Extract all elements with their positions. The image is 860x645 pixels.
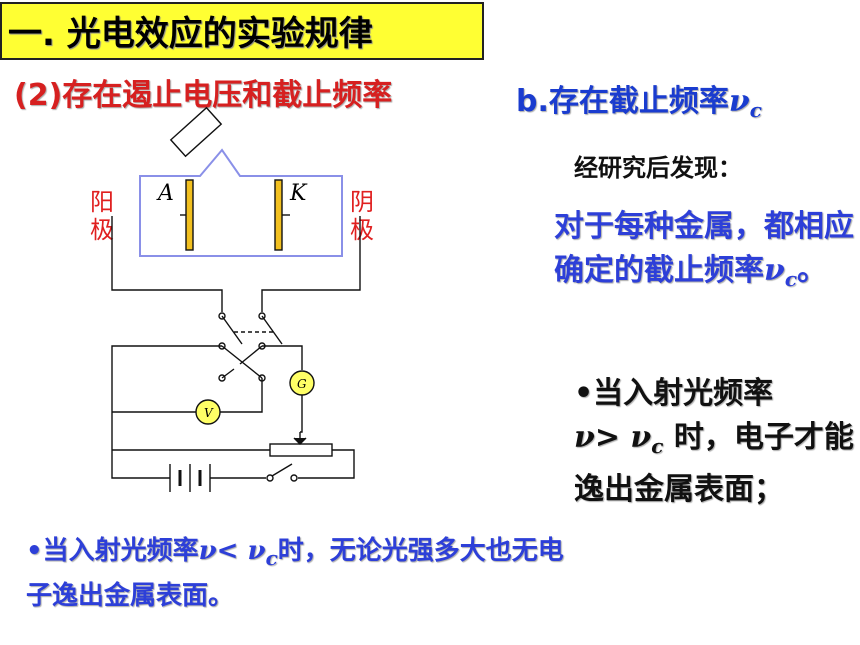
note-lead: •当入射光频率 xyxy=(26,536,199,566)
cutoff-text: 对于每种金属，都相应确定的截止频率 xyxy=(554,209,854,288)
cathode-plate xyxy=(274,179,283,251)
nu-symbol: ν xyxy=(198,536,217,566)
emission-rest: 时，电子才能逸出金属表面； xyxy=(574,420,854,507)
voltmeter-label: V xyxy=(204,406,214,420)
cutoff-paragraph: 对于每种金属，都相应确定的截止频率νc。 xyxy=(554,205,854,301)
nu-subscript: c xyxy=(651,434,664,458)
slide-title: 一. 光电效应的实验规律 xyxy=(8,14,373,54)
plate-k-label: K xyxy=(289,181,308,206)
switch-s-terminal xyxy=(266,474,274,482)
anode-plate xyxy=(185,179,194,251)
galvanometer-feed xyxy=(262,345,303,370)
voltmeter-return xyxy=(220,378,263,413)
switch-s-blade xyxy=(271,463,293,477)
cathode-label: 阴极 xyxy=(350,188,374,244)
found-label: 经研究后发现： xyxy=(574,154,742,182)
emission-condition: •当入射光频率 ν> νc 时，电子才能逸出金属表面； xyxy=(574,372,854,512)
rheostat-right-wire xyxy=(298,449,355,479)
note-rest: 时，无论光强多大也无电子逸出金属表面。 xyxy=(26,536,564,611)
nu-symbol: ν xyxy=(630,420,652,455)
plate-a-label: A xyxy=(156,181,174,206)
anode-label: 阳极 xyxy=(90,188,114,244)
switch-blade xyxy=(221,315,243,345)
light-window-tube xyxy=(169,106,223,158)
less-sign: < xyxy=(216,536,248,566)
anode-wire xyxy=(111,216,223,312)
switch-cross-wire xyxy=(221,368,235,379)
cathode-wire xyxy=(261,216,361,312)
galvanometer-label: G xyxy=(297,377,307,391)
nu-symbol: ν xyxy=(247,536,266,566)
nu-subscript: c xyxy=(265,546,278,570)
section-b-heading: b.存在截止频率νc xyxy=(516,76,762,122)
nu-symbol: ν xyxy=(764,253,785,288)
no-emission-note: •当入射光频率ν< νc时，无论光强多大也无电子逸出金属表面。 xyxy=(26,532,566,615)
emission-lead: •当入射光频率 xyxy=(574,376,774,411)
photoelectric-circuit: A K G V xyxy=(111,106,361,492)
nu-symbol: ν xyxy=(574,420,595,455)
switch-s-terminal xyxy=(290,474,298,482)
switch-cross-wire xyxy=(239,345,263,365)
nu-subscript: c xyxy=(784,267,798,291)
galvanometer-wire xyxy=(300,395,303,433)
greater-sign: > xyxy=(594,420,631,455)
phototube-envelope xyxy=(139,148,343,257)
section-b-prefix: b.存在截止频率 xyxy=(516,84,729,119)
nu-symbol: ν xyxy=(728,84,750,119)
cutoff-end: 。 xyxy=(797,253,828,288)
title-banner xyxy=(0,2,484,60)
rheostat xyxy=(269,443,333,457)
switch-blade xyxy=(261,315,283,345)
nu-subscript: c xyxy=(749,98,762,122)
slider-arrow xyxy=(293,437,307,445)
slide-subtitle: (2)存在遏止电压和截止频率 xyxy=(14,78,393,113)
